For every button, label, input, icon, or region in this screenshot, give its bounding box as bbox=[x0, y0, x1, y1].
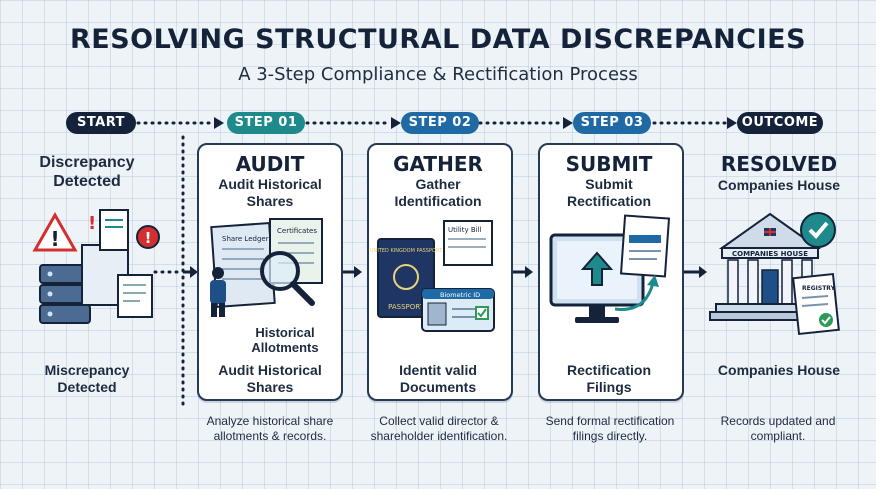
step-02-subheading: Gather Identification bbox=[394, 176, 482, 209]
svg-text:COMPANIES HOUSE: COMPANIES HOUSE bbox=[732, 250, 808, 258]
svg-text:PASSPORT: PASSPORT bbox=[388, 303, 425, 311]
step-02-bottom-label: Identit valid Documents bbox=[399, 362, 477, 395]
start-heading: Discrepancy Detected bbox=[39, 154, 135, 190]
step-03-heading: SUBMIT bbox=[565, 152, 653, 176]
passport-icon: UNITED KINGDOM PASSPORT PASSPORT bbox=[370, 238, 443, 318]
person-icon bbox=[210, 267, 226, 317]
verified-badge-icon bbox=[800, 212, 836, 248]
alert-icon: ! bbox=[136, 225, 160, 249]
gather-illustration: Utility Bill UNITED KINGDOM PASSPORT PAS… bbox=[370, 220, 495, 332]
pill-step-03: STEP 03 bbox=[573, 112, 651, 134]
flag-icon bbox=[764, 228, 776, 236]
svg-text:!: ! bbox=[50, 227, 59, 251]
outcome-heading: RESOLVED bbox=[720, 152, 838, 176]
outcome-subheading: Companies House bbox=[717, 177, 841, 193]
svg-text:UNITED KINGDOM PASSPORT: UNITED KINGDOM PASSPORT bbox=[370, 248, 443, 254]
upload-arrow-icon bbox=[580, 251, 614, 286]
outcome-caption: Records updated and compliant. bbox=[720, 414, 836, 443]
svg-text:!: ! bbox=[88, 213, 96, 234]
step-02-caption: Collect valid director & shareholder ide… bbox=[370, 414, 508, 443]
step-03-bottom-label: Rectification Filings bbox=[566, 362, 651, 395]
step-01-subheading: Audit Historical Shares bbox=[218, 176, 322, 209]
magnifier-icon bbox=[260, 251, 315, 306]
registry-document-icon: REGISTRY bbox=[792, 272, 840, 336]
share-ledger-label: Share Ledger bbox=[222, 235, 269, 243]
step-02-heading: GATHER bbox=[393, 152, 483, 176]
warning-icon: ! bbox=[32, 211, 78, 252]
svg-text:REGISTRY: REGISTRY bbox=[802, 285, 836, 292]
companies-house-illustration: COMPANIES HOUSE REGISTRY bbox=[709, 212, 840, 336]
step-01-heading: AUDIT bbox=[235, 152, 305, 176]
page-title: RESOLVING STRUCTURAL DATA DISCREPANCIES bbox=[69, 24, 807, 55]
step-01-caption: Analyze historical share allotments & re… bbox=[206, 414, 334, 443]
pill-start: START bbox=[66, 112, 136, 134]
pill-step-02: STEP 02 bbox=[401, 112, 479, 134]
certificates-label: Certificates bbox=[277, 227, 317, 235]
svg-text:Biometric ID: Biometric ID bbox=[440, 291, 480, 299]
step-03-subheading: Submit Rectification bbox=[566, 176, 651, 209]
pill-outcome: OUTCOME bbox=[737, 112, 823, 134]
outcome-bottom-label: Companies House bbox=[717, 362, 841, 378]
submit-illustration bbox=[549, 214, 671, 323]
audit-illustration: Share Ledger Certificates bbox=[210, 218, 323, 317]
discrepancy-illustration: ! ! ! bbox=[32, 209, 160, 324]
svg-text:!: ! bbox=[145, 229, 152, 247]
utility-bill-label: Utility Bill bbox=[448, 226, 482, 234]
biometric-id-icon: Biometric ID bbox=[421, 288, 495, 332]
page-subtitle: A 3-Step Compliance & Rectification Proc… bbox=[238, 64, 638, 85]
step-01-bottom-label: Audit Historical Shares bbox=[218, 362, 322, 395]
start-bottom-label: Miscrepancy Detected bbox=[44, 362, 130, 395]
check-icon bbox=[475, 306, 489, 320]
step-03-caption: Send formal rectification filings direct… bbox=[545, 414, 675, 443]
pill-step-01: STEP 01 bbox=[227, 112, 305, 134]
step-01-callout: Historical Allotments bbox=[251, 325, 319, 355]
